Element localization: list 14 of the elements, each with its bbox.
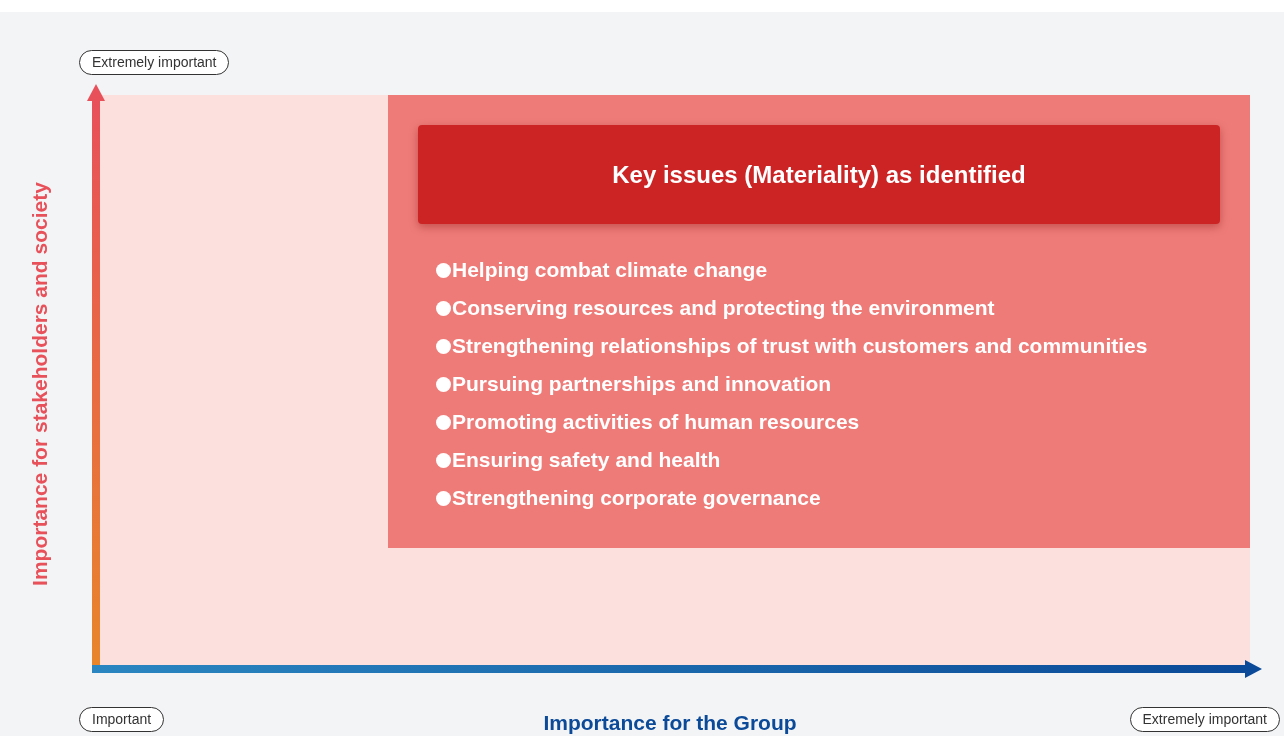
y-axis-title: Importance for stakeholders and society	[28, 182, 52, 586]
axis-end-label: Extremely important	[1129, 707, 1280, 732]
issue-text: Strengthening corporate governance	[452, 485, 821, 511]
issue-text: Promoting activities of human resources	[452, 409, 860, 435]
issue-text: Ensuring safety and health	[452, 447, 721, 473]
heading-banner: Key issues (Materiality) as identified	[418, 125, 1220, 224]
issue-text: Helping combat climate change	[452, 257, 768, 283]
issue-text: Strengthening relationships of trust with customers and communities	[452, 333, 1148, 359]
axis-end-label: Extremely important	[79, 50, 230, 75]
materiality-zone	[388, 95, 1250, 548]
axis-end-label: Important	[79, 707, 165, 732]
issue-text: Pursuing partnerships and innovation	[452, 371, 832, 397]
issue-text: Conserving resources and protecting the environment	[452, 295, 995, 321]
x-axis-title: Importance for the Group	[543, 711, 797, 735]
